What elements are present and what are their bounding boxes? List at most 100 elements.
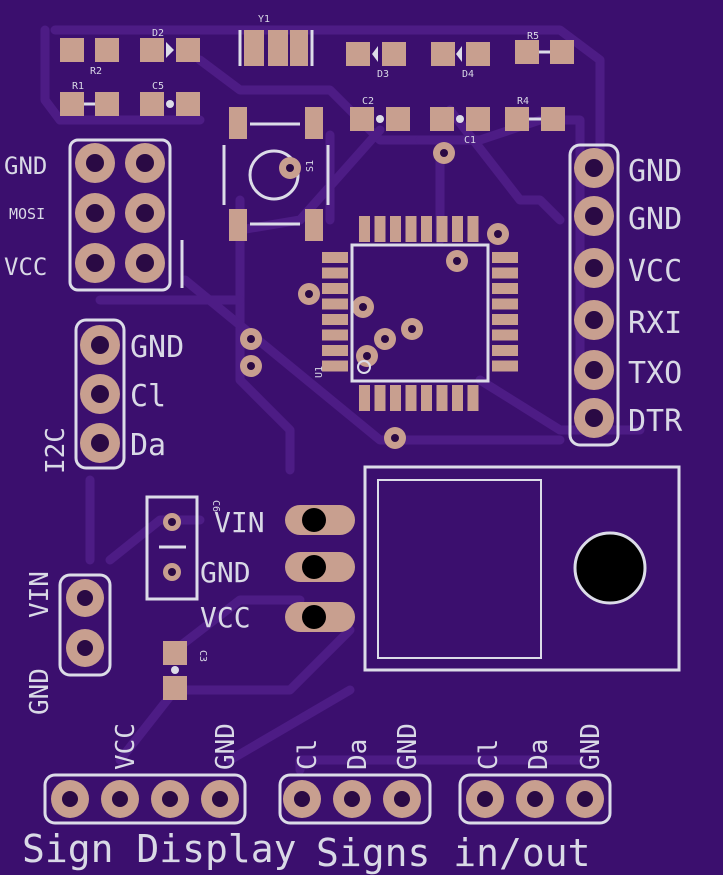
u1-pad	[405, 216, 417, 242]
label-c2: C2	[362, 96, 374, 107]
label-r1: R1	[72, 81, 84, 92]
passive-r1: R1	[60, 81, 119, 116]
serial-pin-hole	[585, 159, 603, 177]
power-label-gnd: GND	[25, 668, 55, 715]
label-y1: Y1	[258, 14, 270, 25]
regulator-label-vin: VIN	[214, 506, 265, 539]
passive-r5: R5	[515, 31, 574, 64]
label-d3: D3	[377, 69, 389, 80]
sign-display-pin-vcc: VCC	[111, 723, 141, 770]
serial-pin-hole	[585, 361, 603, 379]
power-label-vin: VIN	[25, 571, 55, 618]
vias	[240, 142, 509, 449]
u1-pad	[374, 385, 386, 411]
serial-header: GND GND VCC RXI TXO DTR	[568, 143, 683, 447]
signs-out-pin-da: Da	[524, 739, 554, 770]
capacitor-c2: C2	[350, 96, 410, 131]
u1-pad	[359, 385, 370, 411]
serial-pin-label: GND	[628, 154, 682, 189]
serial-pin-hole	[585, 207, 603, 225]
label-s1: S1	[305, 160, 316, 172]
u1-pad	[492, 252, 518, 263]
signs-in-pin-da: Da	[343, 739, 373, 770]
u1-pad	[467, 385, 479, 411]
i2c-pin-hole	[91, 434, 109, 452]
u1-pad	[492, 283, 518, 294]
passive-r4: R4	[505, 96, 565, 131]
u1-pad	[322, 252, 348, 263]
i2c-title: I2C	[41, 427, 71, 474]
serial-pin-hole	[585, 259, 603, 277]
diode-d4: D4	[431, 42, 490, 80]
signs-out-pin-cl: Cl	[474, 739, 504, 770]
label-c5: C5	[152, 81, 164, 92]
voltage-regulator: VIN GND VCC	[200, 465, 681, 672]
serial-pin-label: TXO	[628, 356, 682, 391]
regulator-label-gnd: GND	[200, 556, 251, 589]
signs-out-pin-gnd: GND	[576, 723, 606, 770]
serial-pin-label: GND	[628, 202, 682, 237]
sign-display-label: Sign Display	[22, 827, 297, 871]
label-c3: C3	[197, 650, 208, 662]
icsp-label-vcc: VCC	[4, 253, 47, 281]
i2c-pin-label: Cl	[130, 379, 166, 414]
sign-display-header: VCC GND Sign Display	[22, 723, 297, 871]
serial-pin-hole	[585, 409, 603, 427]
u1-pad	[390, 216, 401, 242]
label-r4: R4	[517, 96, 529, 107]
u1-pad	[322, 329, 348, 341]
power-header: VIN GND	[25, 571, 112, 715]
u1-pad	[322, 267, 348, 279]
capacitor-c6: C6	[145, 495, 221, 601]
label-r5: R5	[527, 31, 539, 42]
u1-pad	[492, 267, 518, 279]
label-r2: R2	[90, 66, 102, 77]
serial-pin-label: RXI	[628, 306, 682, 341]
u1-pad	[492, 298, 518, 310]
signs-in-header: Cl Da GND	[278, 723, 432, 825]
signs-in-out-label: Signs in/out	[316, 831, 591, 875]
u1-pad	[492, 314, 518, 325]
crystal-y1: Y1	[238, 14, 314, 66]
icsp-label-mosi: MOSI	[9, 205, 45, 223]
u1-pad	[322, 314, 348, 325]
capacitor-c3: C3	[163, 641, 208, 700]
u1-pad	[436, 216, 448, 242]
label-u1: U1	[314, 366, 325, 378]
diode-d2: D2	[140, 28, 200, 62]
u1-pad	[322, 345, 348, 356]
serial-pin-label: VCC	[628, 254, 682, 289]
u1-pad	[452, 385, 463, 411]
copper-traces	[40, 25, 645, 775]
i2c-pin-label: Da	[130, 428, 166, 463]
regulator-label-vcc: VCC	[200, 601, 251, 634]
serial-pin-label: DTR	[628, 404, 683, 439]
sign-display-pin-gnd: GND	[211, 723, 241, 770]
signs-in-pin-cl: Cl	[293, 739, 323, 770]
label-c1: C1	[464, 135, 476, 146]
serial-pin-hole	[585, 311, 603, 329]
u1-pad	[436, 385, 448, 411]
u1-pad	[421, 216, 432, 242]
icsp-header: GND MOSI VCC	[4, 138, 184, 292]
u1-pad	[359, 216, 370, 242]
microcontroller-u1: U1	[314, 216, 518, 411]
i2c-pin-hole	[91, 385, 109, 403]
u1-pad	[322, 360, 348, 372]
u1-pad	[492, 360, 518, 372]
label-c6: C6	[210, 500, 221, 512]
i2c-pin-label: GND	[130, 330, 184, 365]
u1-pad	[452, 216, 463, 242]
u1-pad	[322, 298, 348, 310]
icsp-label-gnd: GND	[4, 152, 47, 180]
passive-r2: R2	[60, 38, 119, 77]
signs-out-header: Cl Da GND Signs in/out	[316, 723, 612, 875]
u1-pad	[492, 345, 518, 356]
signs-in-pin-gnd: GND	[393, 723, 423, 770]
reset-switch-s1: S1	[222, 107, 330, 241]
capacitor-c1: C1	[430, 107, 490, 146]
u1-pad	[492, 329, 518, 341]
u1-pad	[421, 385, 432, 411]
